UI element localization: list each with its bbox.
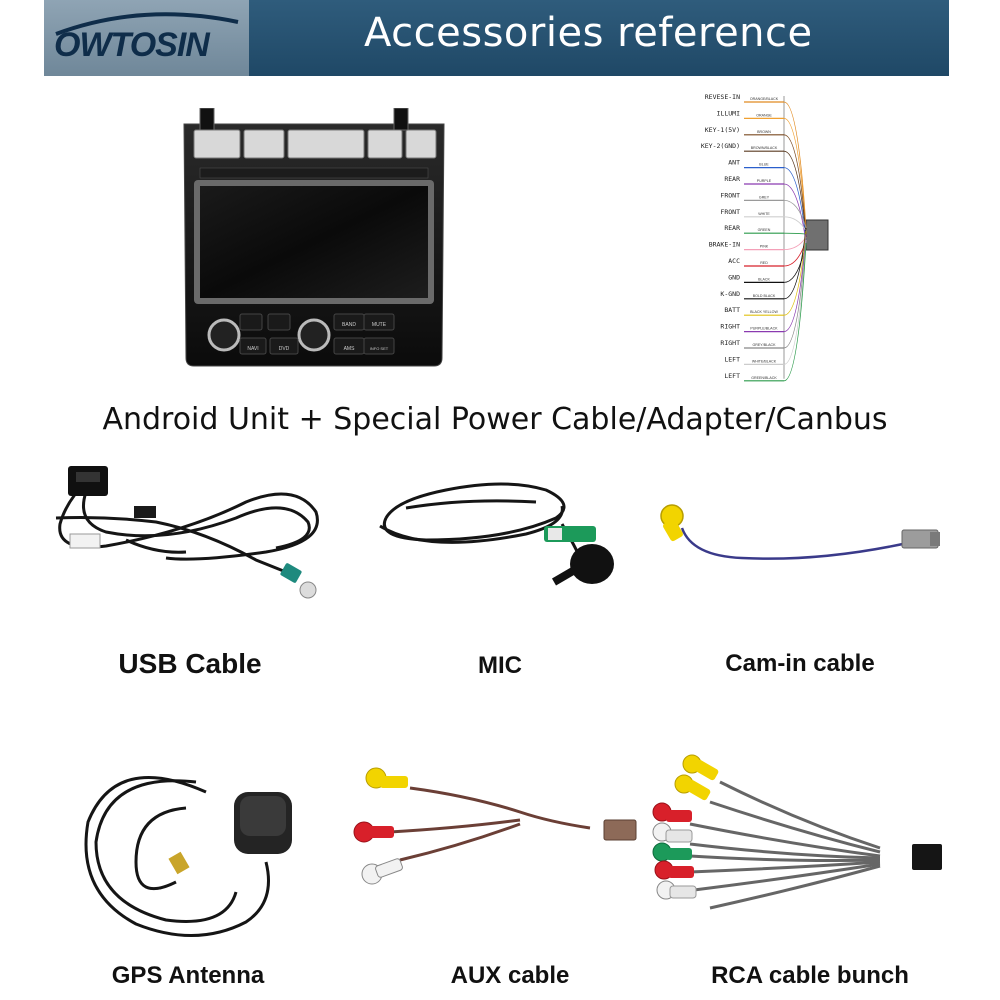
wiring-pin-label: LEFT: [724, 355, 740, 363]
wiring-wire-label: BROWN: [757, 130, 771, 134]
wiring-fan-wire: [783, 233, 807, 332]
wiring-wire-label: ORANGE: [756, 113, 772, 117]
wiring-pin-label: LEFT: [724, 372, 740, 380]
main-caption: Android Unit + Special Power Cable/Adapt…: [102, 402, 888, 437]
wiring-pin-label: GND: [728, 273, 740, 281]
wiring-fan-wire: [783, 227, 807, 300]
wiring-fan-wire: [783, 183, 807, 244]
wiring-wire-label: BLACK YELLOW: [750, 310, 778, 314]
wiring-wire-label: BLUE: [759, 163, 769, 167]
wiring-pin-label: KEY-1(5V): [705, 126, 740, 134]
navi-button-label: NAVI: [247, 346, 258, 352]
wiring-wire-label: BLACK: [758, 277, 770, 281]
logo-swoosh-icon: [55, 12, 239, 36]
wiring-pin-label: ACC: [728, 257, 740, 265]
usb-cable-image: [55, 466, 319, 599]
mic-image: [379, 482, 614, 586]
wiring-fan-wire: [783, 118, 807, 232]
wiring-fan-wire: [783, 134, 807, 235]
wiring-pin-label: FRONT: [720, 191, 740, 199]
wiring-connector: [805, 219, 829, 251]
wiring-pin-label: REAR: [724, 224, 740, 232]
android-head-unit: BAND MUTE NAVI DVD AMS INFO SET: [183, 108, 445, 367]
dvd-button-label: DVD: [279, 346, 290, 352]
wiring-fan-wire: [783, 232, 807, 235]
cam-in-cable-label: Cam-in cable: [725, 650, 875, 677]
gps-antenna-image: [84, 776, 292, 937]
wiring-diagram: REVESE-IN ORANGE/BLACK ILLUMI ORANGE KEY-1(5…: [701, 93, 829, 382]
wiring-wire-label: PINK: [760, 245, 769, 249]
wiring-wire-label: PURPLE/BLACK: [750, 327, 778, 331]
wiring-pin-label: ILLUMI: [717, 109, 741, 117]
band-button-label: BAND: [342, 322, 356, 328]
wiring-pin-label: ANT: [728, 159, 740, 167]
mic-label: MIC: [478, 652, 522, 679]
wiring-wire-label: ORANGE/BLACK: [750, 97, 779, 101]
wiring-pin-label: K-GND: [720, 290, 740, 298]
wiring-fan-wire: [783, 236, 807, 250]
aux-cable-image: [353, 767, 637, 885]
wiring-wire-label: GREY/BLACK: [753, 343, 777, 347]
wiring-wire-label: PURPLE: [757, 179, 772, 183]
wiring-fan-wire: [783, 230, 807, 316]
wiring-wire-label: GREY: [759, 195, 770, 199]
rca-cable-bunch-image: [652, 754, 942, 910]
wiring-fan-wire: [783, 239, 807, 365]
wiring-fan-wire: [783, 242, 807, 382]
wiring-pin-label: RIGHT: [720, 323, 740, 331]
wiring-pin-label: FRONT: [720, 208, 740, 216]
ams-button-label: AMS: [344, 346, 356, 352]
gps-antenna-label: GPS Antenna: [111, 962, 265, 989]
page-title: Accessories reference: [364, 10, 813, 56]
wiring-fan-wire: [783, 216, 807, 232]
brand-name: OWTOSIN: [54, 26, 210, 64]
wiring-wire-label: GREEN: [758, 228, 771, 232]
wiring-fan-wire: [783, 167, 807, 241]
wiring-wire-label: WHITE/BLACK: [752, 359, 777, 363]
wiring-pin-label: REAR: [724, 175, 740, 183]
wiring-fan-wire: [783, 101, 807, 229]
brand-logo: OWTOSIN: [44, 0, 249, 76]
aux-cable-label: AUX cable: [450, 962, 570, 989]
usb-cable-label: USB Cable: [118, 648, 262, 679]
wiring-wire-label: GREEN/BLACK: [751, 376, 777, 380]
wiring-wire-label: BOLD BLACK: [753, 294, 776, 298]
wiring-pin-label: BRAKE-IN: [709, 241, 740, 249]
wiring-pin-label: BATT: [724, 306, 740, 314]
rca-cable-bunch-label: RCA cable bunch: [711, 962, 909, 989]
wiring-wire-label: RED: [760, 261, 768, 265]
wiring-fan-wire: [783, 200, 807, 229]
wiring-fan-wire: [783, 236, 807, 349]
wiring-wire-label: BROWN/BLACK: [751, 146, 778, 150]
header-banner: OWTOSIN Accessories reference: [44, 0, 949, 76]
wiring-pin-label: RIGHT: [720, 339, 740, 347]
wiring-pin-label: KEY-2(GND): [701, 142, 740, 150]
wiring-wire-label: WHITE: [758, 212, 770, 216]
mute-button-label: MUTE: [372, 322, 387, 328]
cam-in-cable-image: [660, 504, 940, 560]
wiring-fan-wire: [783, 150, 807, 238]
info-set-button-label: INFO SET: [370, 346, 389, 351]
wiring-pin-label: REVESE-IN: [705, 93, 740, 101]
